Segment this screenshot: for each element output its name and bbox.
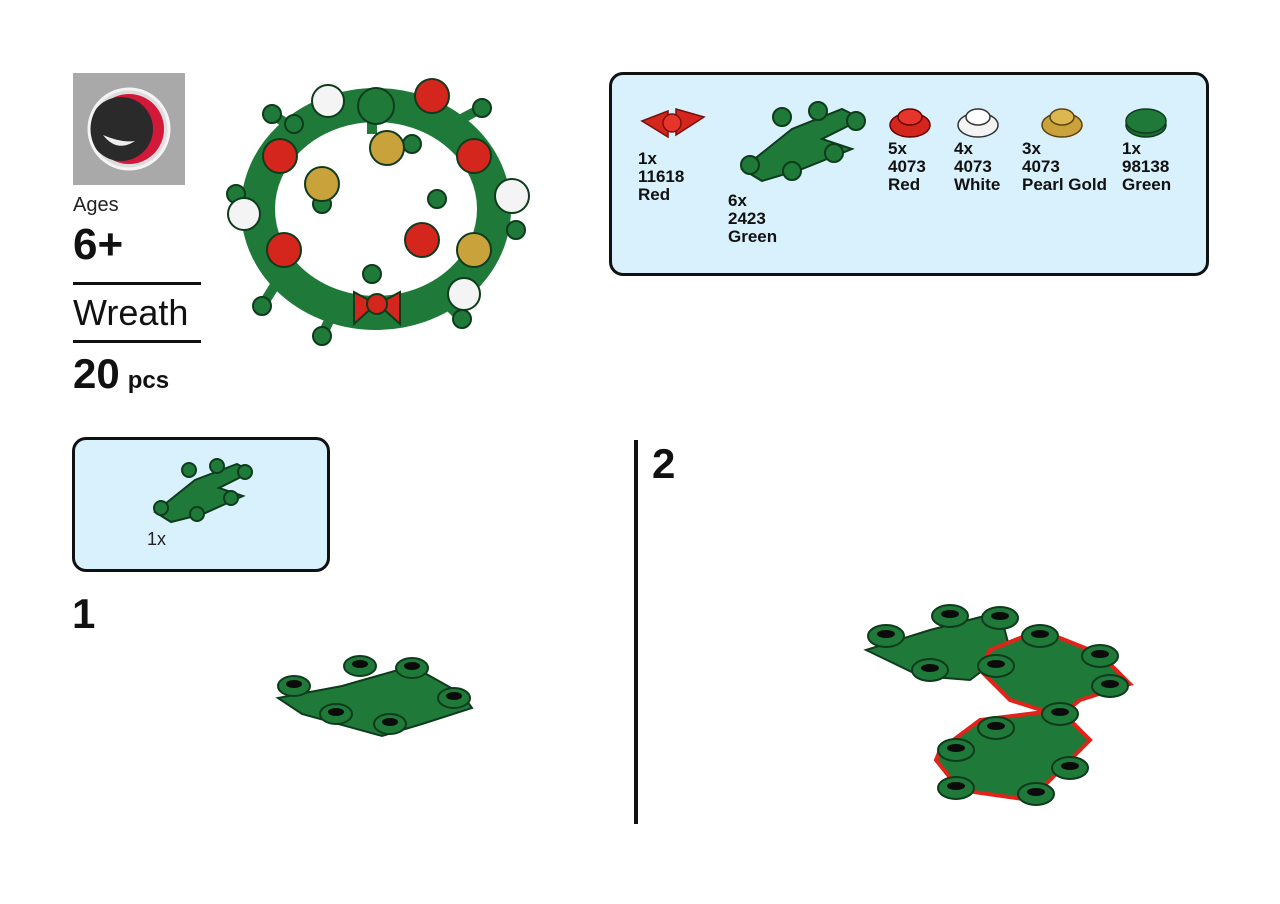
step-number-2: 2 <box>652 440 676 487</box>
part-color: White <box>954 175 1001 194</box>
divider-rule <box>73 340 201 343</box>
step-1-parts-panel: 1x <box>72 437 330 572</box>
round-plate-gold-icon <box>1041 108 1083 138</box>
bow-piece-icon <box>640 108 706 139</box>
piece-count-unit: pcs <box>127 367 170 394</box>
set-name: Wreath <box>73 292 189 333</box>
part-color: Red <box>638 185 671 204</box>
part-label-4: 4x 4073 White <box>954 140 1000 194</box>
step-divider <box>634 440 638 824</box>
piece-count: 20 pcs <box>73 350 169 398</box>
branch-plate-icon <box>153 458 254 524</box>
part-qty: 6x <box>728 191 747 210</box>
part-qty: 3x <box>1022 139 1041 158</box>
part-qty: 1x <box>638 149 657 168</box>
divider-rule <box>73 282 201 285</box>
wreath-model-image <box>226 78 530 346</box>
part-color: Red <box>888 175 921 194</box>
brand-logo <box>73 73 185 185</box>
round-plate-red-icon <box>889 108 931 138</box>
step-number-1: 1 <box>72 590 96 637</box>
ages-label: Ages <box>73 194 119 216</box>
brand-logo-icon <box>87 87 171 171</box>
part-number: 4073 <box>1022 157 1060 176</box>
round-tile-green-icon <box>1125 108 1167 138</box>
part-label-5: 3x 4073 Pearl Gold <box>1022 140 1107 194</box>
part-label-3: 5x 4073 Red <box>888 140 926 194</box>
ages-value: 6+ <box>73 220 124 269</box>
parts-list-panel: 1x 11618 Red 6x 2423 Green 5x 4073 Red 4… <box>609 72 1209 276</box>
piece-count-value: 20 <box>73 350 120 397</box>
part-number: 4073 <box>888 157 926 176</box>
part-number: 2423 <box>728 209 766 228</box>
part-qty: 5x <box>888 139 907 158</box>
branch-plate-icon <box>740 101 866 183</box>
part-qty: 1x <box>1122 139 1141 158</box>
part-label-2: 6x 2423 Green <box>728 192 777 246</box>
part-number: 98138 <box>1122 157 1170 176</box>
part-number: 11618 <box>638 167 685 186</box>
part-color: Green <box>1122 175 1172 194</box>
step-2-build-image <box>863 604 1134 806</box>
part-number: 4073 <box>954 157 992 176</box>
part-color: Pearl Gold <box>1022 175 1108 194</box>
part-qty: 4x <box>954 139 973 158</box>
part-color: Green <box>728 227 778 246</box>
step-1-build-image <box>275 655 474 738</box>
part-label-1: 1x 11618 Red <box>638 150 684 204</box>
step-1-part-qty: 1x <box>147 529 167 549</box>
round-plate-white-icon <box>957 108 999 138</box>
part-label-6: 1x 98138 Green <box>1122 140 1171 194</box>
